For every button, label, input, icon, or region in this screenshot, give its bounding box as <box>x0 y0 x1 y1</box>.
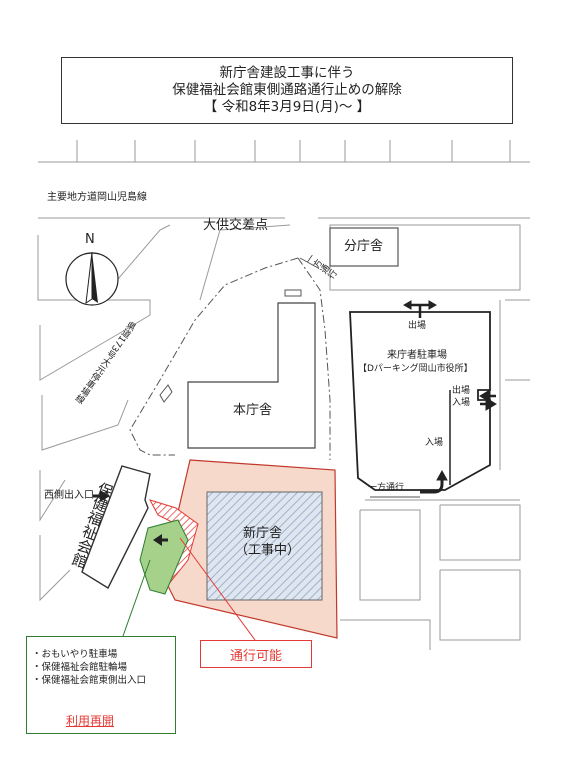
site-boundary-west <box>129 257 299 456</box>
one-way-right-label: 一方通行 <box>368 483 405 493</box>
west-entrance-arrow <box>100 490 110 502</box>
north-label: N <box>85 232 95 247</box>
new-building-label: 新庁舎 <box>243 526 283 541</box>
main-road-label: 主要地方道岡山児島線 <box>47 192 147 203</box>
parking-arrows <box>402 300 497 494</box>
title-line-2: 保健福祉会館東側通路通行止めの解除 <box>172 82 402 98</box>
exit-side-label: 出場 <box>452 386 471 396</box>
bus-stop-mark <box>159 384 173 403</box>
red-leader-line <box>179 537 256 641</box>
green-leader-line <box>122 559 151 637</box>
north-compass-icon <box>65 251 119 306</box>
notice-title-box: 新庁舎建設工事に伴う 保健福祉会館東側通路通行止めの解除 【 令和8年3月9日(… <box>61 57 513 124</box>
entry-side-label: 入場 <box>452 398 471 408</box>
honchosha-label: 本庁舎 <box>233 403 273 418</box>
hoken-kaikan-building <box>81 465 151 589</box>
legend-box: ・おもいやり駐車場 ・保健福祉会館駐輪場 ・保健福祉会館東側出入口 <box>26 636 176 734</box>
entry-bottom-label: 入場 <box>425 438 444 448</box>
new-building <box>206 491 323 601</box>
green-zone <box>139 519 189 595</box>
road-lines <box>38 140 530 219</box>
new-building-sub-label: （工事中） <box>235 543 301 558</box>
exit-top-label: 出場 <box>408 321 427 331</box>
bunchosha-building <box>329 227 399 267</box>
parking-sub-label: 【Dパーキング岡山市役所】 <box>358 364 473 374</box>
entrance-arrow <box>153 534 162 546</box>
intersection-label: 大供交差点 <box>203 218 269 233</box>
bunchosha-label: 分庁舎 <box>344 239 384 254</box>
title-line-1: 新庁舎建設工事に伴う <box>219 65 355 81</box>
passable-box: 通行可能 <box>200 640 312 668</box>
one-way-arrow-top <box>299 257 319 269</box>
legend-item: ・保健福祉会館駐輪場 <box>32 662 128 673</box>
legend-item: ・おもいやり駐車場 <box>32 649 118 660</box>
passable-label: 通行可能 <box>229 648 282 664</box>
legend-item: ・保健福祉会館東側出入口 <box>32 675 147 686</box>
title-line-3: 【 令和8年3月9日(月)～ 】 <box>203 99 371 115</box>
west-entrance-label: 西側出入口 <box>44 490 94 501</box>
honchosha-building <box>187 302 316 449</box>
parking-name-label: 来庁者駐車場 <box>387 350 447 361</box>
small-structure <box>284 289 302 297</box>
reopen-label: 利用再開 <box>66 714 115 728</box>
